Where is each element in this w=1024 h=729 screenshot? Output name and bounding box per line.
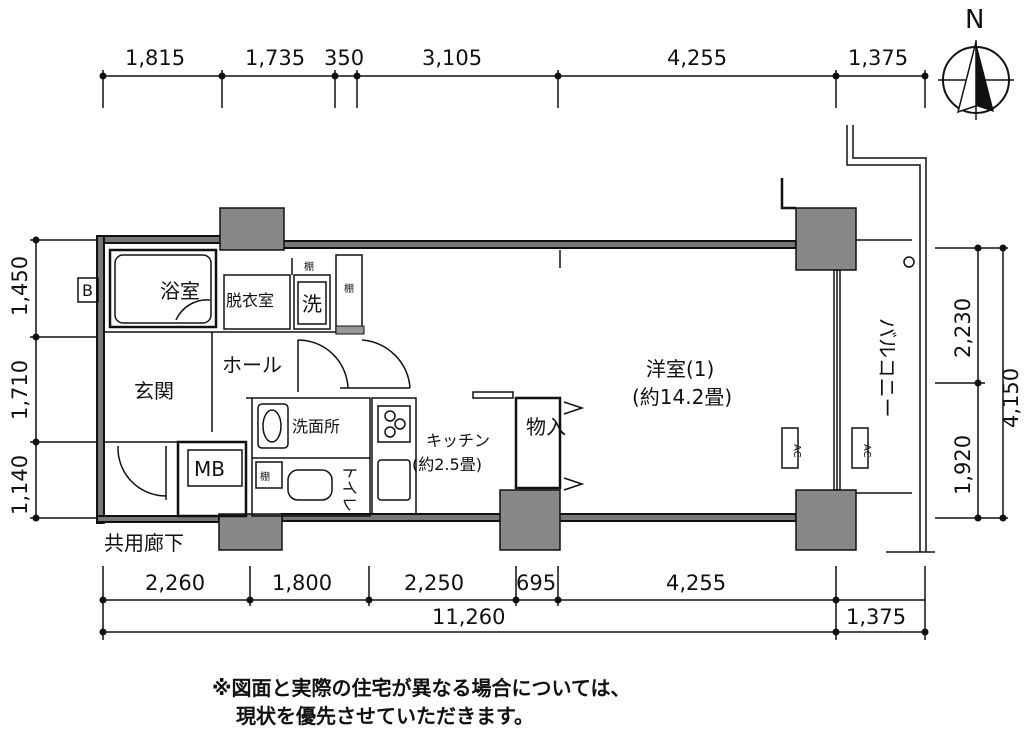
disclaimer-line-2: 現状を優先させていただきます。 [236,704,534,728]
dim-left-3: 1,140 [8,455,32,515]
dim-top-1: 1,815 [125,46,185,70]
dim-bottom-3: 2,250 [404,571,464,595]
column-top-left [219,207,285,251]
column-bottom-right [795,489,857,551]
dim-bottom-2: 1,800 [272,571,332,595]
label-western-room-size: (約14.2畳) [632,385,732,409]
dim-top-6: 1,375 [848,46,908,70]
outer-walls [96,178,857,551]
left-dimension-line: 1,450 1,710 1,140 [8,236,100,522]
column-bottom-mid [499,489,561,551]
dim-right-1: 2,230 [951,298,975,358]
ac-unit-balcony [851,427,869,469]
dim-bottom-1: 2,260 [145,571,205,595]
dim-right-2: 1,920 [951,435,975,495]
label-toilet: トイレ [340,464,359,512]
label-hall: ホール [222,353,282,377]
kitchen-block [371,250,585,515]
compass-label: N [965,5,984,35]
dim-right-total: 4,150 [999,368,1023,428]
dim-left-2: 1,710 [8,360,32,420]
label-dressing: 脱衣室 [226,291,274,310]
right-dimension-lines: 2,230 1,920 4,150 [935,244,1023,522]
label-shelf-side: 棚 [344,282,354,295]
dim-bottom-4: 695 [516,571,556,595]
label-mb: MB [194,457,225,481]
label-shelf-top: 棚 [304,260,314,273]
dim-left-1: 1,450 [8,256,32,316]
dim-top-4: 3,105 [422,46,482,70]
ac-unit-inside [781,427,799,469]
label-kitchen-size: (約2.5畳) [412,455,482,474]
north-compass-icon: N [938,5,1014,120]
bottom-dimension-lines: 2,260 1,800 2,250 695 4,255 11,260 1,375 [99,566,929,640]
ac-label-1: AC [791,444,802,458]
doors [117,299,411,500]
label-corridor: 共用廊下 [104,531,184,555]
top-dimension-line: 1,815 1,735 350 3,105 4,255 1,375 [99,46,929,108]
b-label: B [82,281,93,300]
bath-block [104,248,365,335]
b-label-box [77,277,99,303]
dim-top-5: 4,255 [667,46,727,70]
label-washer: 洗 [302,292,322,316]
label-bath: 浴室 [160,279,200,303]
label-washroom: 洗面所 [292,417,340,436]
label-entrance: 玄関 [134,379,174,403]
label-balcony: バルコニー [875,318,899,418]
ac-label-2: AC [861,444,872,458]
dim-bottom-total: 11,260 [432,605,505,629]
label-western-room: 洋室(1) [646,357,714,381]
label-kitchen: キッチン [426,431,490,450]
column-top-right [795,207,857,271]
disclaimer-line-1: ※図面と実際の住宅が異なる場合については、 [212,676,631,700]
dim-bottom-balcony: 1,375 [846,605,906,629]
column-bottom-left [218,513,283,551]
dim-top-3: 350 [324,46,364,70]
label-storage: 物入 [526,415,566,439]
dim-top-2: 1,735 [245,46,305,70]
label-shelf-toilet: 棚 [260,470,270,483]
dim-bottom-5: 4,255 [666,571,726,595]
entrance-block [104,397,371,518]
balcony-area [846,125,935,553]
